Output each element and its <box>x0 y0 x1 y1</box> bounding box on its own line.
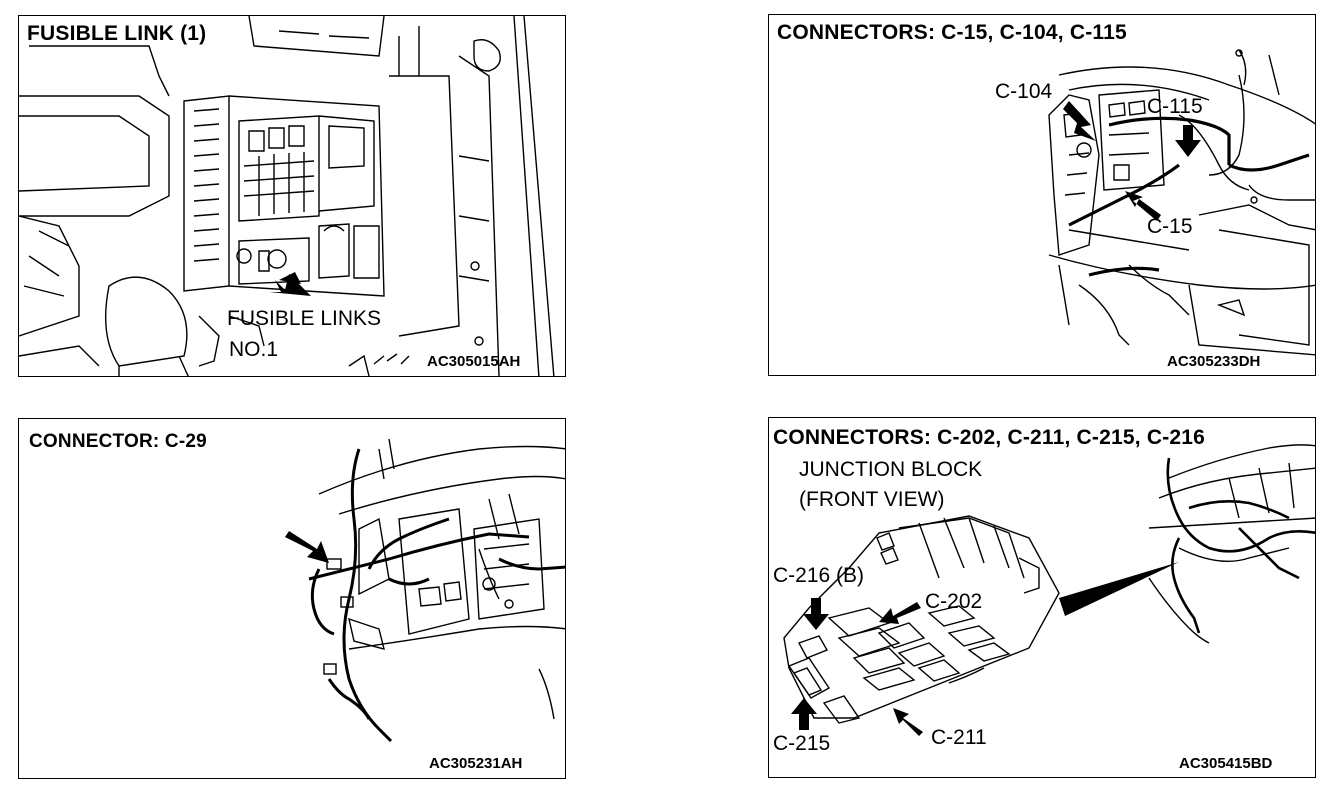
dashboard-harness-illustration <box>1048 49 1315 356</box>
panel-title: CONNECTORS: C-15, C-104, C-115 <box>777 21 1127 44</box>
figure-code: AC305233DH <box>1167 353 1261 370</box>
panel-title: FUSIBLE LINK (1) <box>27 22 207 45</box>
label-c211: C-211 <box>931 726 987 749</box>
label-c15: C-15 <box>1147 215 1193 238</box>
label-junction-block: JUNCTION BLOCK <box>799 458 983 481</box>
label-no1: NO.1 <box>229 338 279 361</box>
figure-code: AC305015AH <box>427 353 521 370</box>
panel-fusible-link: FUSIBLE LINK (1) FUSIBLE LINKS NO.1 AC30… <box>18 15 566 377</box>
junction-block-illustration <box>783 444 1315 736</box>
label-c215: C-215 <box>773 732 831 755</box>
panel-connectors-c15-c104-c115: CONNECTORS: C-15, C-104, C-115 C-104 C-1… <box>768 14 1316 376</box>
panel-connectors-c202-c211-c215-c216: CONNECTORS: C-202, C-211, C-215, C-216 J… <box>768 417 1316 778</box>
panel-title: CONNECTOR: C-29 <box>29 431 207 452</box>
label-c104: C-104 <box>995 80 1053 103</box>
dashboard-harness-illustration <box>285 438 565 743</box>
label-front-view: (FRONT VIEW) <box>799 488 945 511</box>
label-fusible-links: FUSIBLE LINKS <box>227 307 382 330</box>
figure-code: AC305415BD <box>1179 755 1273 772</box>
figure-code: AC305231AH <box>429 755 523 772</box>
label-c216: C-216 (B) <box>773 564 865 587</box>
engine-compartment-illustration <box>19 16 555 376</box>
panel-connector-c29: CONNECTOR: C-29 AC305231AH <box>18 418 566 779</box>
label-c202: C-202 <box>925 590 983 613</box>
label-c115: C-115 <box>1147 95 1203 118</box>
panel-title: CONNECTORS: C-202, C-211, C-215, C-216 <box>773 426 1206 449</box>
